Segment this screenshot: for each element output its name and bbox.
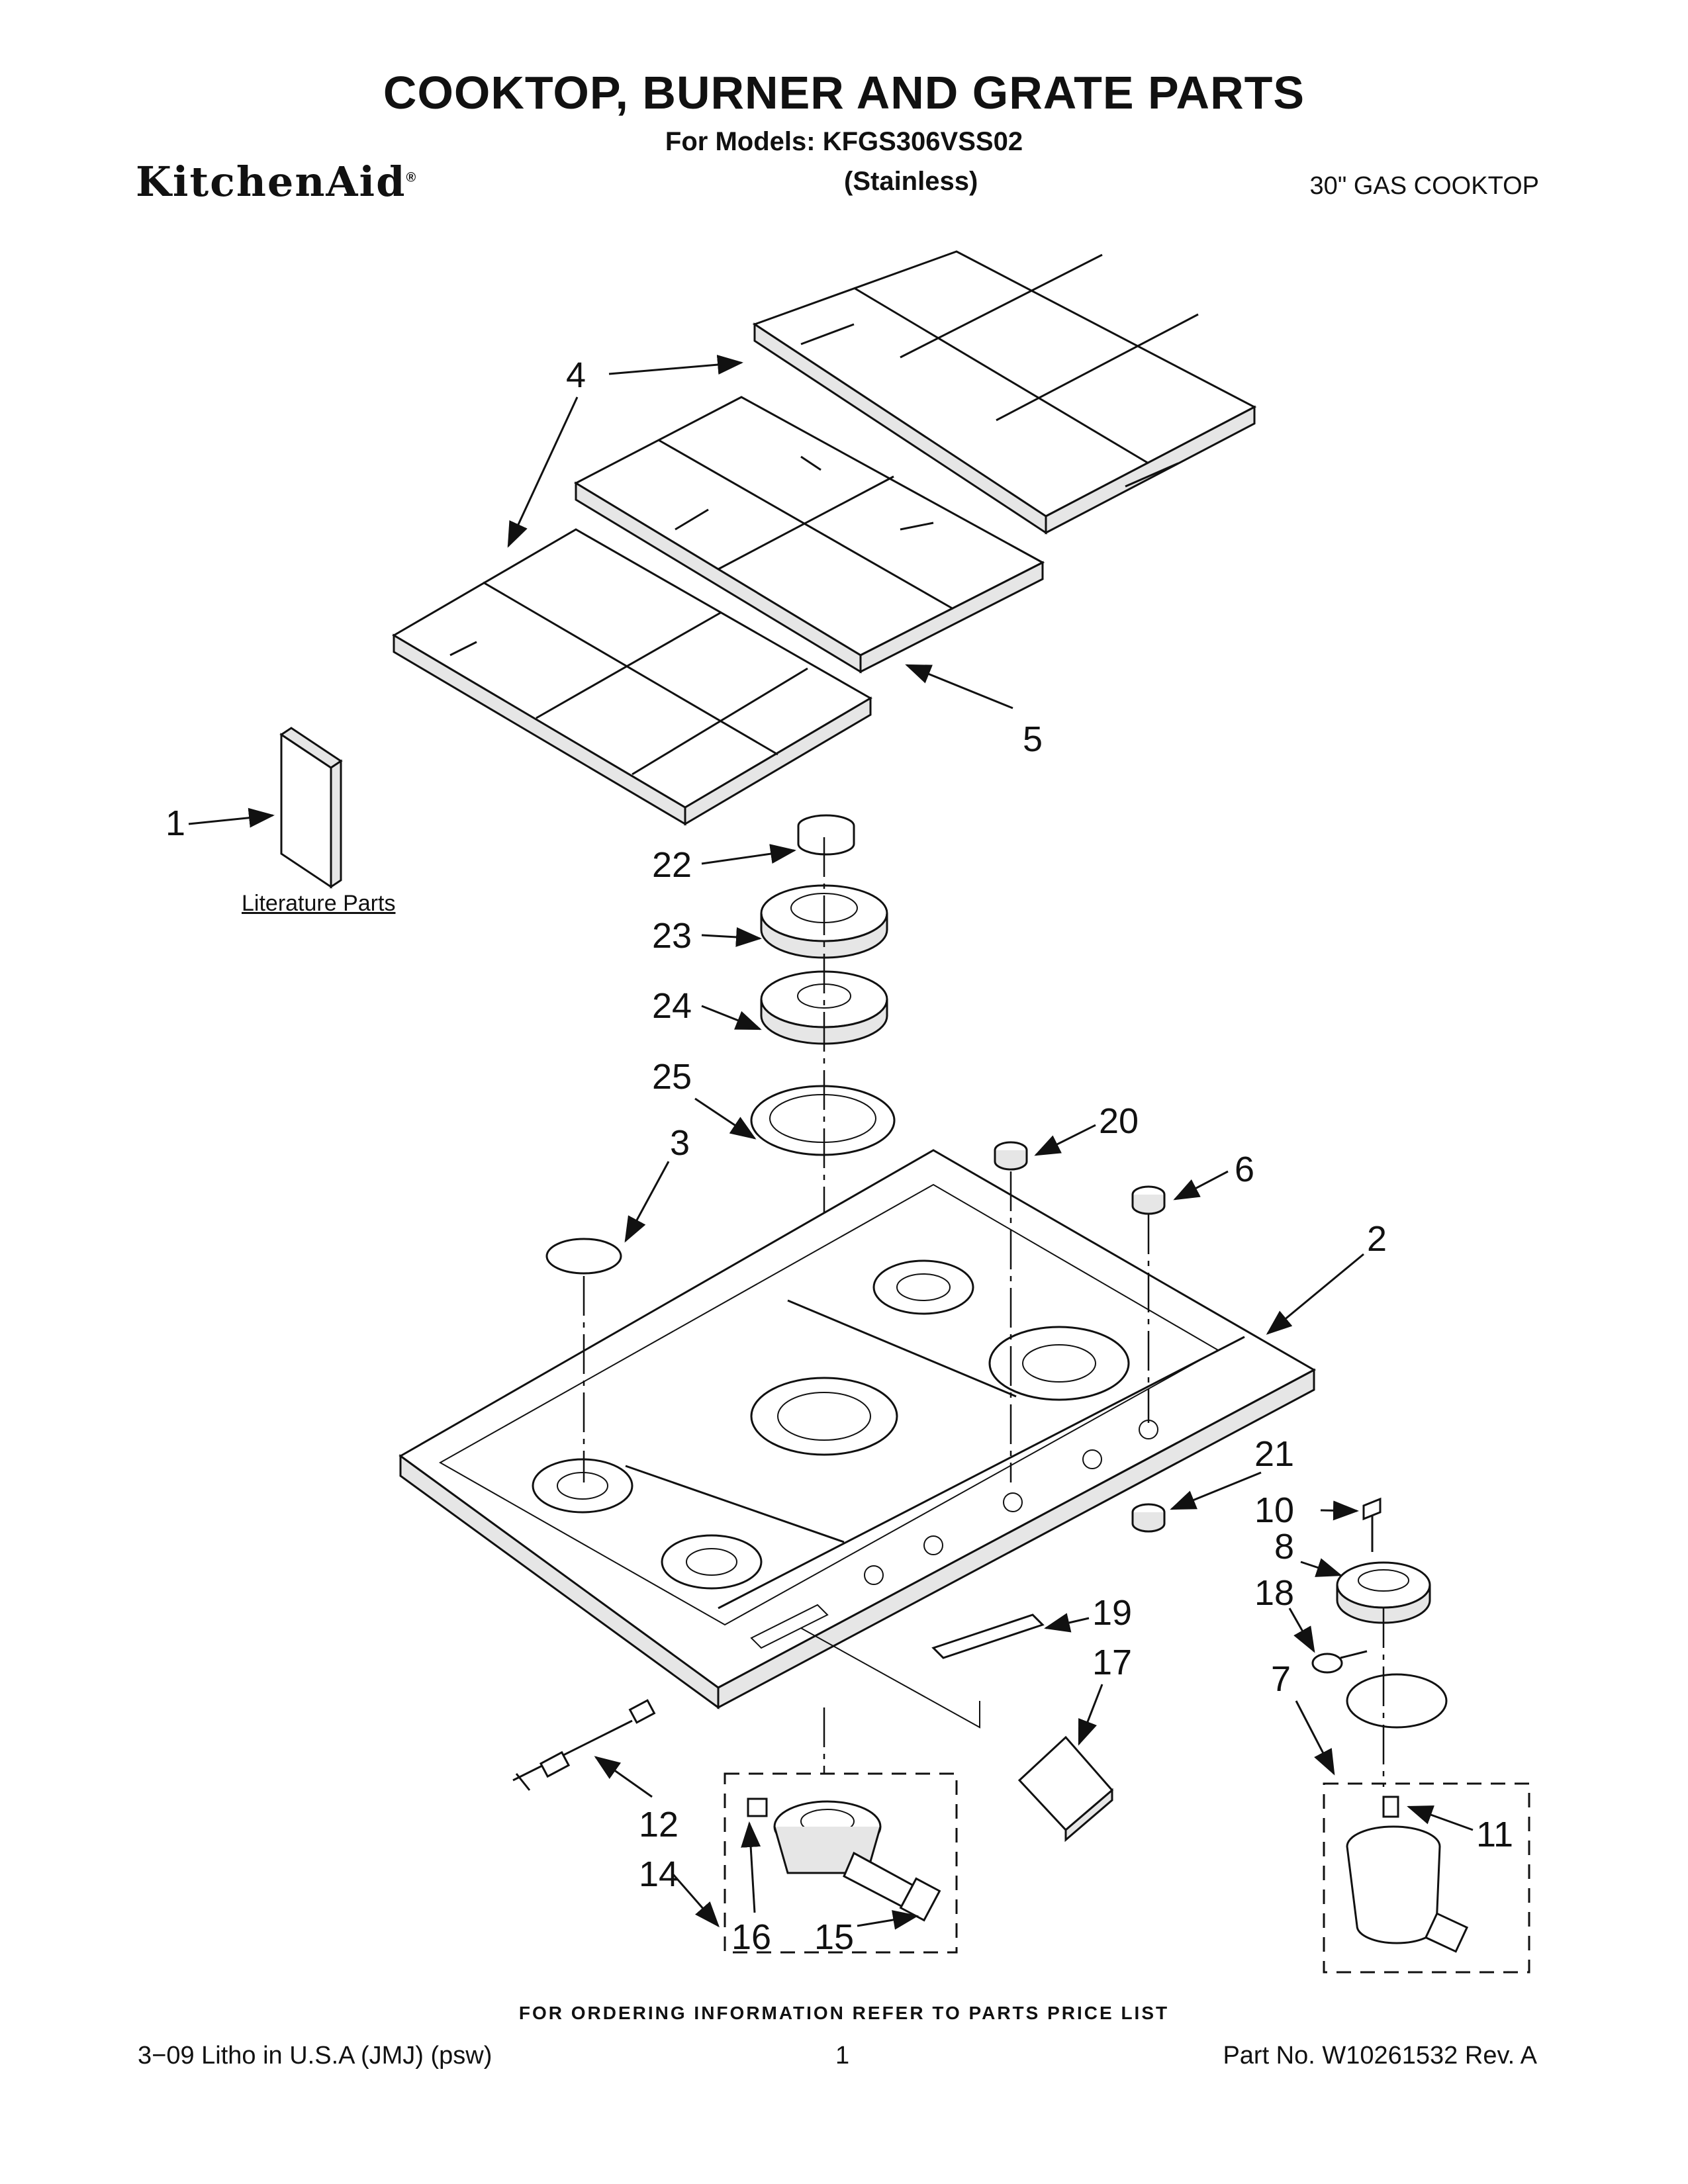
callout-3: 3	[670, 1123, 690, 1163]
callout-22: 22	[652, 845, 692, 885]
callout-12: 12	[639, 1805, 679, 1844]
port-cover	[545, 1238, 622, 1275]
literature-parts-link[interactable]: Literature Parts	[242, 891, 396, 916]
callout-5: 5	[1023, 719, 1043, 759]
callout-10: 10	[1254, 1490, 1294, 1530]
page-title: COOKTOP, BURNER AND GRATE PARTS	[383, 67, 1305, 118]
burner-housing	[1346, 1796, 1469, 1953]
callout-19: 19	[1092, 1593, 1132, 1633]
burner-cap	[797, 814, 855, 856]
grate-center	[573, 396, 1045, 674]
callout-11: 11	[1476, 1815, 1513, 1854]
screw-10	[1362, 1497, 1382, 1552]
callout-7: 7	[1271, 1659, 1291, 1699]
callout-17: 17	[1092, 1643, 1132, 1682]
nameplate	[931, 1614, 1045, 1659]
part-number: Part No. W10261532 Rev. A	[1223, 2042, 1537, 2070]
page-number: 1	[835, 2042, 850, 2070]
electrode-assembly	[512, 1699, 656, 1791]
ordering-note: FOR ORDERING INFORMATION REFER TO PARTS …	[518, 2003, 1170, 2023]
valve-assembly-box	[724, 1772, 958, 1954]
callout-6: 6	[1235, 1150, 1254, 1189]
literature-parts-booklet	[279, 727, 343, 889]
grate-right	[752, 250, 1257, 535]
litho-info: 3−09 Litho in U.S.A (JMJ) (psw)	[138, 2042, 492, 2070]
callout-20: 20	[1099, 1101, 1139, 1141]
cooktop	[399, 1149, 1317, 1709]
grate-left	[392, 528, 872, 826]
callout-25: 25	[652, 1057, 692, 1097]
callout-15: 15	[814, 1917, 854, 1957]
model-number: For Models: KFGS306VSS02	[665, 127, 1023, 156]
burner-valve-assembly	[747, 1797, 941, 1922]
grommet-20	[994, 1141, 1028, 1171]
callout-16: 16	[731, 1917, 771, 1957]
callout-4: 4	[566, 355, 586, 395]
brand-logo: KitchenAid®	[136, 158, 417, 206]
grommet-21	[1131, 1503, 1166, 1533]
bracket-ring-18	[1311, 1650, 1448, 1729]
callout-18: 18	[1254, 1573, 1294, 1613]
product-type: 30" GAS COOKTOP	[1309, 172, 1539, 200]
callout-2: 2	[1367, 1219, 1387, 1259]
orifice-holder-box	[1323, 1782, 1530, 1974]
callout-8: 8	[1274, 1527, 1294, 1567]
callout-21: 21	[1254, 1434, 1294, 1474]
burner-8	[1336, 1561, 1431, 1624]
brand-name: KitchenAid	[136, 158, 406, 206]
registered-mark: ®	[406, 170, 418, 185]
model-variant: (Stainless)	[844, 167, 978, 196]
callout-23: 23	[652, 916, 692, 956]
bracket	[1017, 1735, 1114, 1843]
grommet-6	[1131, 1185, 1166, 1215]
burner-base	[760, 970, 888, 1045]
callout-24: 24	[652, 986, 692, 1026]
orifice-11	[1382, 1796, 1399, 1818]
orifice	[747, 1797, 768, 1817]
burner-seal-ring	[750, 1085, 896, 1156]
callout-14: 14	[639, 1854, 679, 1894]
callout-1: 1	[165, 803, 185, 843]
